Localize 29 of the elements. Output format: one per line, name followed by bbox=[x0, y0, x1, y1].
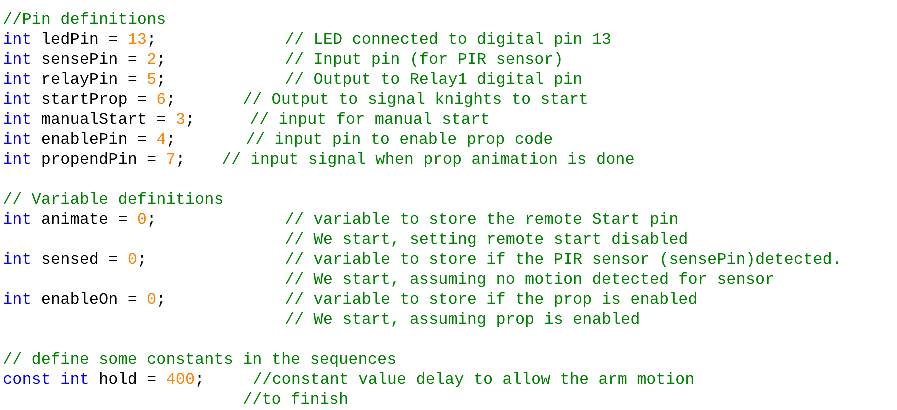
code-comment: // We start, assuming prop is enabled bbox=[285, 310, 640, 330]
code-comment: // Output to Relay1 digital pin bbox=[285, 70, 583, 90]
code-comment: // variable to store the remote Start pin bbox=[285, 210, 679, 230]
code-comment: //constant value delay to allow the arm motion bbox=[253, 370, 695, 390]
code-statement: int enablePin = 4; bbox=[3, 130, 176, 150]
code-comment: // input signal when prop animation is done bbox=[222, 150, 635, 170]
code-statement: int ledPin = 13; bbox=[3, 30, 157, 50]
code-comment: // input for manual start bbox=[250, 110, 490, 130]
code-statement: int relayPin = 5; bbox=[3, 70, 166, 90]
code-statement: int propendPin = 7; bbox=[3, 150, 186, 170]
code-statement: int sensePin = 2; bbox=[3, 50, 166, 70]
code-statement: int sensed = 0; bbox=[3, 250, 148, 270]
code-statement: int animate = 0; bbox=[3, 210, 157, 230]
code-comment: // variable to store if the PIR sensor (sensePin)detected. bbox=[285, 250, 842, 270]
code-comment: //Pin definitions bbox=[3, 10, 166, 30]
code-statement: int manualStart = 3; bbox=[3, 110, 196, 130]
code-comment: // LED connected to digital pin 13 bbox=[285, 30, 612, 50]
code-comment: // We start, assuming no motion detected for sensor bbox=[285, 270, 775, 290]
code-comment: // define some constants in the sequences bbox=[3, 350, 397, 370]
code-statement: int startProp = 6; bbox=[3, 90, 176, 110]
code-comment: // input pin to enable prop code bbox=[246, 130, 554, 150]
code-comment: // We start, setting remote start disabled bbox=[285, 230, 688, 250]
code-comment: //to finish bbox=[243, 390, 349, 410]
code-comment: // Variable definitions bbox=[3, 190, 224, 210]
code-comment: // Input pin (for PIR sensor) bbox=[285, 50, 564, 70]
code-comment: // Output to signal knights to start bbox=[243, 90, 589, 110]
code-comment: // variable to store if the prop is enabled bbox=[285, 290, 698, 310]
code-statement: const int hold = 400; bbox=[3, 370, 205, 390]
code-statement: int enableOn = 0; bbox=[3, 290, 166, 310]
